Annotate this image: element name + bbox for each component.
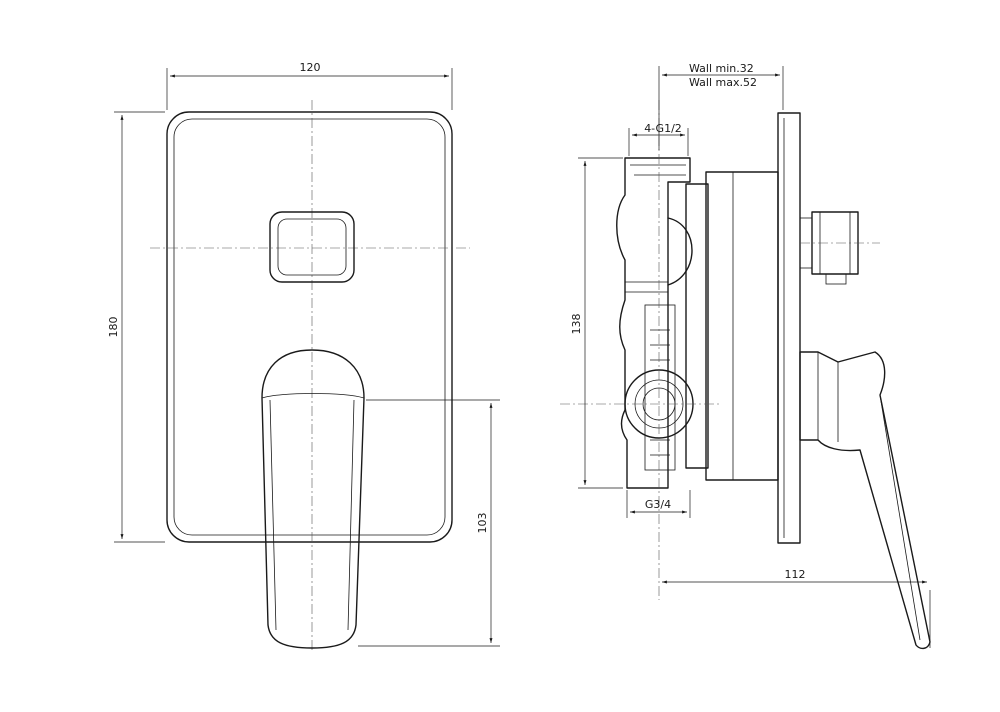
dim-width-label: 120 [300, 61, 321, 74]
diverter-button [269, 211, 355, 283]
dim-wall-min-label: Wall min.32 [689, 62, 754, 75]
dim-body-height-label: 138 [570, 314, 583, 335]
cover-plate-inner-edge [173, 118, 446, 536]
lever-handle-face [261, 393, 365, 399]
cover-plate [166, 111, 453, 543]
side-cover-plate [777, 112, 801, 544]
valve-body [616, 157, 691, 489]
dim-inlet-thread-label: G3/4 [645, 498, 671, 511]
side-lever [799, 351, 931, 650]
mounting-flange-plate [685, 183, 709, 469]
diverter-button-inner [277, 218, 347, 276]
mounting-flange [705, 171, 779, 481]
body-arc [667, 217, 693, 286]
dim-height-label: 180 [107, 317, 120, 338]
lever-handle-edge [269, 399, 355, 631]
dim-wall-max-label: Wall max.52 [689, 76, 757, 89]
front-view: 120 180 103 [107, 61, 500, 652]
dim-outlet-thread-label: 4-G1/2 [644, 122, 682, 135]
body-outlet-pipe [630, 164, 686, 176]
side-view: Wall min.32 Wall max.52 4-G1/2 138 G3/4 … [560, 62, 931, 650]
dim-handle-offset-label: 103 [476, 513, 489, 534]
body-stem [644, 304, 676, 471]
dim-depth-label: 112 [785, 568, 806, 581]
